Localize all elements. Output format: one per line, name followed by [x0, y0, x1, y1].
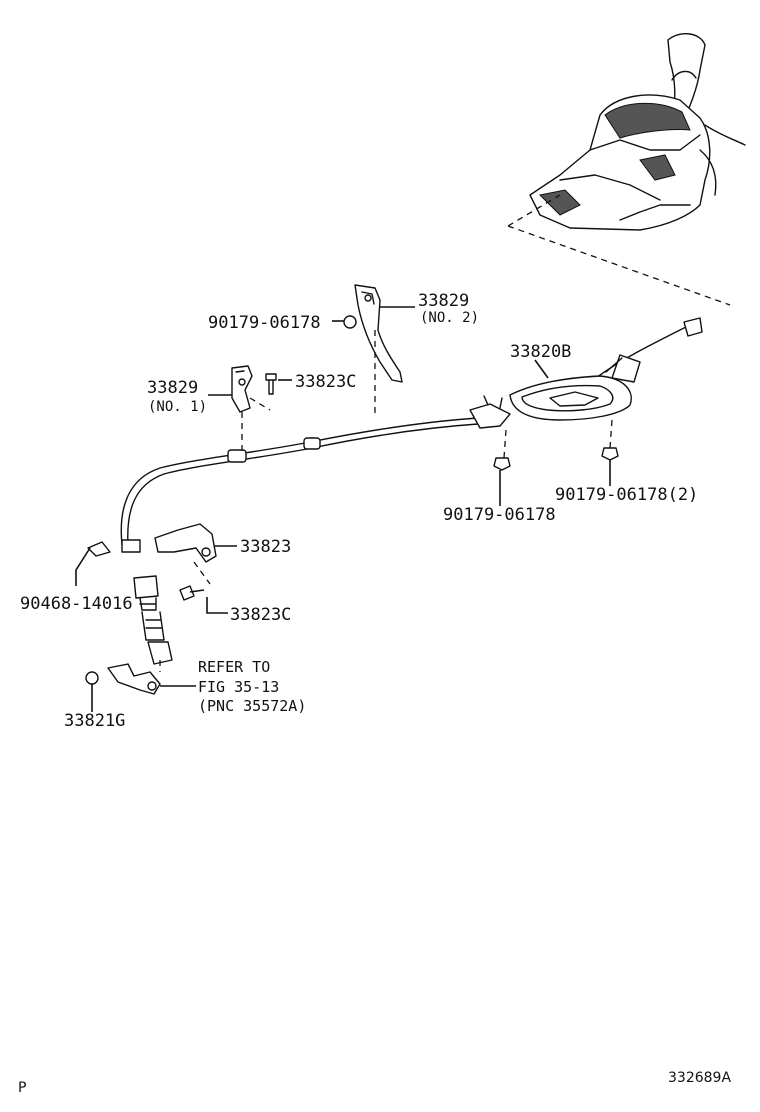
label-33829-no2: 33829: [418, 291, 469, 311]
diagram-id: 332689A: [668, 1070, 731, 1086]
callout-labels: 33829 (NO. 2) 90179-06178 33820B 33829 (…: [20, 291, 698, 731]
label-33823: 33823: [240, 537, 291, 557]
reference-line-2: FIG 35-13: [198, 678, 279, 696]
reference-line-3: (PNC 35572A): [198, 697, 306, 715]
label-90468-14016: 90468-14016: [20, 594, 133, 614]
label-90179-06178-mid: 90179-06178: [443, 505, 556, 525]
part-33829-no2-bracket: [354, 284, 403, 383]
label-90179-06178-2: 90179-06178(2): [555, 485, 698, 505]
label-33820B: 33820B: [510, 342, 571, 362]
shift-lever-assembly: [529, 33, 746, 231]
label-33829-no2-note: (NO. 2): [420, 310, 479, 326]
label-33821G: 33821G: [64, 711, 125, 731]
reference-line-1: REFER TO: [198, 658, 270, 676]
leader-lines: [75, 306, 611, 712]
corner-mark: P: [18, 1080, 26, 1096]
shift-cable: [120, 317, 703, 546]
label-33823C-bottom: 33823C: [230, 605, 291, 625]
label-33829-no1: 33829: [147, 378, 198, 398]
dashed-guide-lines: [159, 330, 613, 672]
part-33823-bracket: [154, 523, 217, 563]
part-33820B-plate: [509, 375, 632, 421]
cable-lower-end: [87, 539, 173, 695]
label-33823C-top: 33823C: [295, 372, 356, 392]
label-90179-06178-top: 90179-06178: [208, 313, 321, 333]
part-33829-no1-clamp: [231, 365, 253, 413]
label-33829-no1-note: (NO. 1): [148, 399, 207, 415]
fasteners: [85, 315, 619, 685]
